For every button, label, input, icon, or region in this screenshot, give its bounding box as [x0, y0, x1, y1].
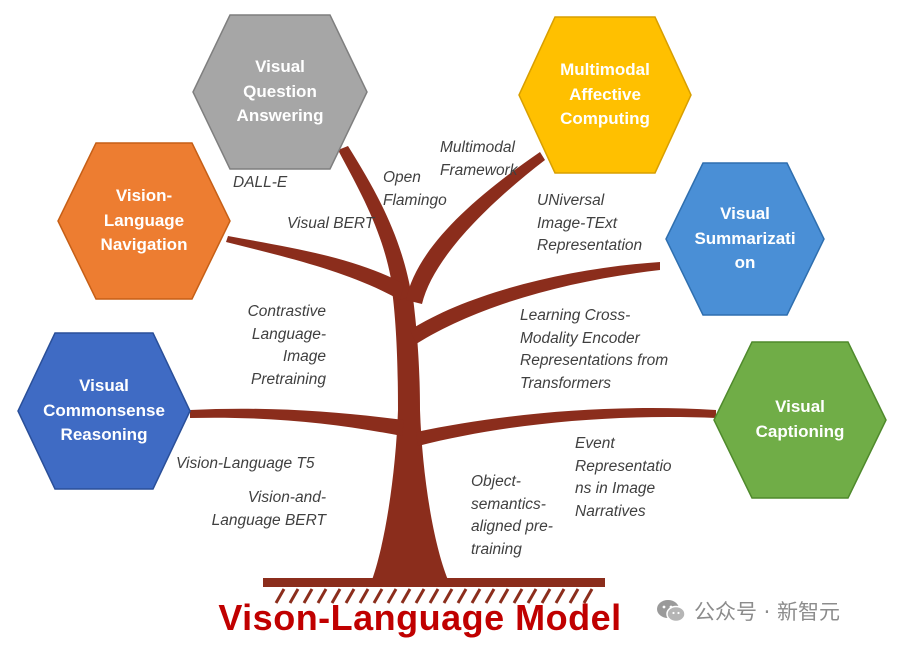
task-multimodal-affective-computing: Multimodal Affective Computing [560, 60, 650, 129]
branch-summarization [410, 262, 660, 344]
hexagon-summarization [665, 162, 825, 316]
diagram-title: Vison-Language Model [218, 597, 622, 638]
tree-trunk [372, 290, 448, 580]
wechat-icon [657, 600, 686, 623]
model-oscar: Object- semantics- aligned pre- training [471, 473, 553, 558]
branch-captioning [416, 408, 716, 446]
watermark: 公众号 · 新智元 [656, 596, 840, 626]
hexagon-vqa [192, 14, 368, 170]
tree [190, 146, 716, 580]
model-visual-bert: Visual BERT [287, 215, 375, 232]
task-visual-commonsense-reasoning: Visual Commonsense Reasoning [43, 376, 165, 445]
ground-hatching [274, 588, 594, 604]
branch-vqa [338, 146, 412, 300]
model-open-flamingo: Open Flamingo [383, 169, 447, 209]
ground-bar [263, 578, 605, 587]
model-event: Event Representatio ns in Image Narrativ… [575, 435, 672, 520]
hexagon-navigation [57, 142, 231, 300]
model-vl-bert: Vision-and- Language BERT [211, 489, 326, 529]
task-visual-captioning: Visual Captioning [755, 397, 845, 441]
model-vl-t5: Vision-Language T5 [176, 455, 315, 472]
hexagon-affective [518, 16, 692, 174]
task-visual-summarization: Visual Summarizati on [694, 204, 796, 273]
model-uniter: UNiversal Image-TExt Representation [537, 192, 643, 254]
branch-affective [406, 152, 545, 304]
model-lxmert: Learning Cross- Modality Encoder Represe… [520, 307, 669, 392]
hexagon-captioning [713, 341, 887, 499]
watermark-text: 公众号 · 新智元 [694, 600, 841, 624]
model-dalle: DALL-E [233, 174, 288, 191]
model-multimodal-framework: Multimodal Framework [440, 139, 518, 179]
branch-navigation [226, 236, 404, 300]
branch-commonsense [190, 408, 404, 436]
model-clip: Contrastive Language- Image Pretraining [247, 303, 326, 388]
hexagon-commonsense [17, 332, 191, 490]
task-vision-language-navigation: Vision- Language Navigation [100, 186, 188, 255]
task-visual-question-answering: Visual Question Answering [236, 57, 324, 126]
